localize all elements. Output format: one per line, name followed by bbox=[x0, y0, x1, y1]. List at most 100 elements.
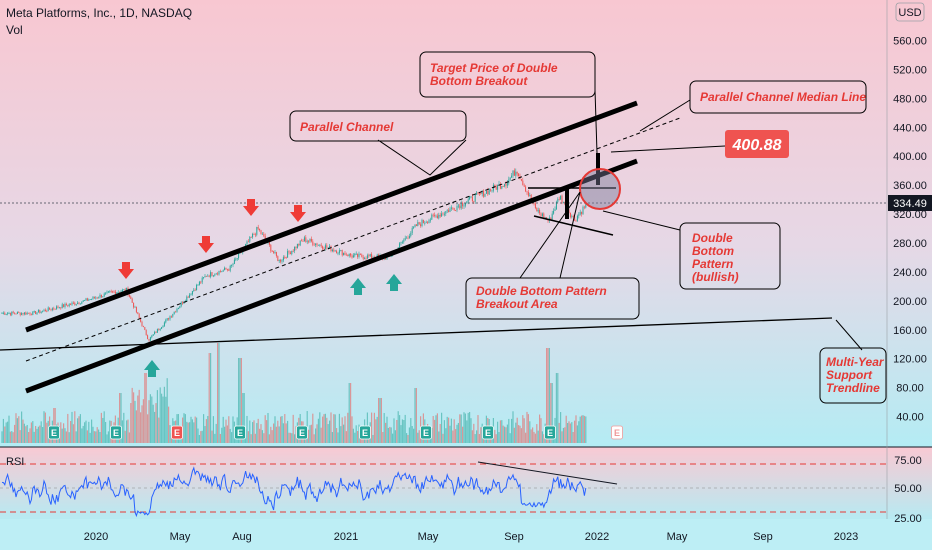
candle-body bbox=[161, 327, 163, 329]
breakout-area-callout-box[interactable] bbox=[465, 277, 640, 320]
candle-body bbox=[470, 196, 472, 198]
candle-body bbox=[512, 170, 514, 176]
channel-upper-line[interactable] bbox=[25, 100, 638, 333]
candle-body bbox=[142, 326, 144, 328]
volume-bar bbox=[268, 434, 270, 443]
candle-body bbox=[581, 211, 583, 214]
earnings-badge[interactable] bbox=[48, 425, 60, 440]
earnings-badge[interactable] bbox=[359, 425, 371, 440]
volume-bar bbox=[263, 433, 265, 443]
candle-body bbox=[15, 313, 17, 315]
volume-bar bbox=[228, 416, 230, 443]
support-callout-box[interactable] bbox=[819, 347, 887, 404]
earnings-letter: E bbox=[614, 428, 620, 438]
rsi-label: RSI bbox=[6, 456, 24, 468]
earnings-badge[interactable] bbox=[544, 425, 556, 440]
candle-body bbox=[273, 251, 275, 253]
candle-body bbox=[245, 244, 247, 247]
median-callout-box[interactable] bbox=[689, 80, 867, 114]
channel-median-line[interactable] bbox=[25, 117, 681, 362]
support-trendline[interactable] bbox=[0, 317, 833, 351]
volume-bar bbox=[239, 358, 241, 443]
volume-bar bbox=[229, 428, 231, 443]
volume-bar bbox=[341, 417, 343, 443]
volume-bar bbox=[201, 430, 203, 443]
currency-box[interactable] bbox=[895, 2, 925, 22]
candle-body bbox=[327, 247, 329, 249]
candle-body bbox=[259, 228, 261, 231]
candle-body bbox=[166, 318, 168, 320]
earnings-badge[interactable] bbox=[482, 425, 494, 440]
volume-bar bbox=[408, 427, 410, 443]
earnings-badge[interactable] bbox=[234, 425, 246, 440]
volume-bar bbox=[457, 422, 459, 443]
candle-body bbox=[198, 281, 200, 285]
volume-bar bbox=[530, 429, 532, 443]
double-bottom-callout-box[interactable] bbox=[679, 222, 781, 290]
volume-bar bbox=[397, 411, 399, 443]
volume-bar bbox=[145, 373, 147, 443]
candle-body bbox=[310, 238, 312, 242]
candle-body bbox=[112, 291, 114, 293]
earnings-badge[interactable] bbox=[611, 425, 623, 440]
volume-bar bbox=[319, 412, 321, 443]
volume-bar bbox=[546, 348, 548, 443]
earnings-badge[interactable] bbox=[420, 425, 432, 440]
volume-bar bbox=[344, 416, 346, 443]
candle-body bbox=[334, 250, 336, 252]
candle-body bbox=[221, 271, 223, 273]
candle-body bbox=[562, 202, 564, 204]
volume-bar bbox=[253, 420, 255, 443]
volume-bar bbox=[393, 418, 395, 443]
symbol-title: Meta Platforms, Inc., 1D, NASDAQ bbox=[6, 6, 193, 20]
volume-bar bbox=[579, 416, 581, 443]
volume-bar bbox=[478, 433, 480, 443]
candle-body bbox=[459, 205, 461, 209]
volume-bar bbox=[576, 425, 578, 443]
volume-bar bbox=[22, 419, 24, 443]
candle-body bbox=[173, 311, 175, 315]
earnings-letter: E bbox=[485, 428, 491, 438]
candle-body bbox=[572, 216, 574, 218]
volume-bar bbox=[137, 395, 139, 443]
candle-body bbox=[28, 312, 30, 314]
channel-lower-line[interactable] bbox=[25, 158, 638, 394]
candle-body bbox=[557, 199, 559, 202]
volume-bar bbox=[532, 427, 534, 443]
price-axis[interactable]: 560.00520.00480.00440.00400.00360.00320.… bbox=[893, 36, 927, 424]
breakout-area-circle[interactable] bbox=[579, 168, 621, 210]
earnings-badge[interactable] bbox=[171, 425, 183, 440]
earnings-badge[interactable] bbox=[110, 425, 122, 440]
candle-body bbox=[344, 252, 346, 255]
volume-bar bbox=[183, 413, 185, 443]
volume-bar bbox=[40, 421, 42, 443]
volume-bar bbox=[406, 433, 408, 443]
volume-bar bbox=[396, 419, 398, 443]
parallel-channel-callout-box[interactable] bbox=[289, 110, 467, 142]
earnings-badge[interactable] bbox=[296, 425, 308, 440]
volume-bar bbox=[96, 427, 98, 443]
volume-bar bbox=[557, 373, 559, 443]
volume-bar bbox=[390, 427, 392, 443]
double-bottom-lower-line[interactable] bbox=[533, 215, 614, 236]
target-value-box[interactable] bbox=[725, 130, 789, 158]
target-price-callout-box[interactable] bbox=[419, 51, 596, 98]
volume-bar bbox=[64, 428, 66, 443]
candle-body bbox=[32, 311, 34, 315]
candle-body bbox=[529, 194, 531, 196]
candle-body bbox=[301, 240, 303, 242]
volume-bar bbox=[438, 431, 440, 443]
candle-body bbox=[99, 294, 101, 298]
volume-bar bbox=[506, 424, 508, 443]
candle-body bbox=[196, 284, 198, 291]
volume-bar bbox=[23, 423, 25, 443]
rsi-trendline[interactable] bbox=[477, 461, 618, 485]
volume-bar bbox=[147, 414, 149, 443]
volume-bar bbox=[105, 421, 107, 443]
candle-body bbox=[438, 214, 440, 219]
candle-body bbox=[277, 256, 279, 262]
volume-bar bbox=[21, 411, 23, 443]
